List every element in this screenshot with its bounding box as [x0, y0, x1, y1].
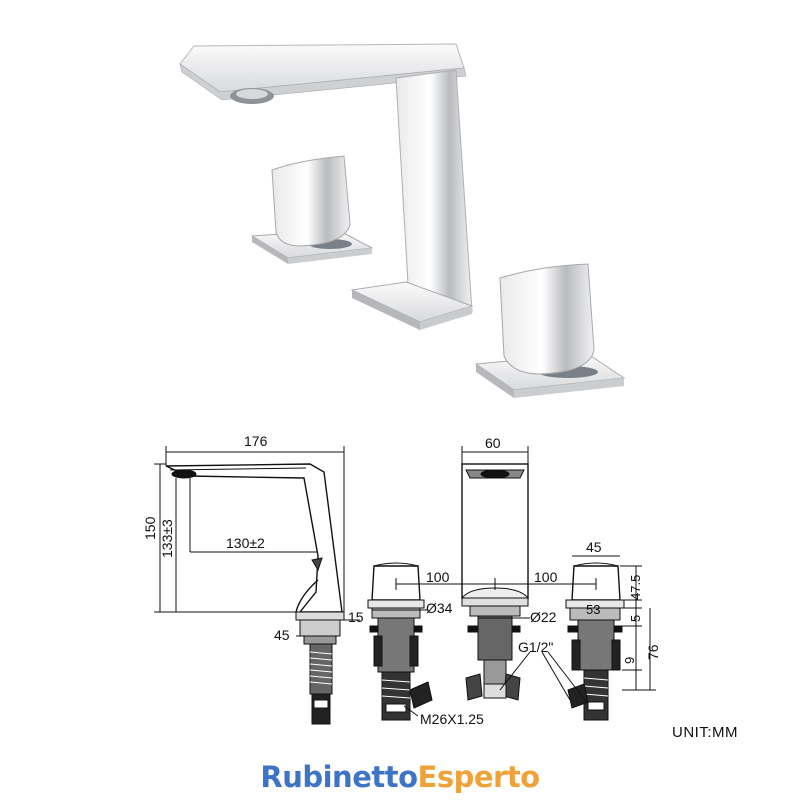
left-handle	[250, 155, 374, 264]
brand-part-1: Rubinetto	[260, 760, 418, 794]
spout-body	[395, 69, 473, 319]
spout-front-elevation	[460, 463, 530, 701]
dim-height-total: 150	[142, 516, 158, 540]
left-handle-elevation	[367, 562, 433, 721]
dim-spacing-right: 100	[534, 569, 558, 585]
dim-handle-step: 5	[628, 615, 643, 622]
dim-shank-length: 76	[645, 644, 661, 660]
side-view-spout	[165, 463, 345, 725]
brand-part-2: Esperto	[417, 760, 541, 794]
dim-thread-inlet: G1/2"	[518, 639, 553, 655]
right-handle	[474, 263, 626, 398]
dim-handle-height: 47.5	[628, 575, 643, 600]
dim-base-width: 45	[274, 627, 290, 643]
dim-thread-shank: M26X1.25	[420, 711, 484, 727]
brand-watermark: RubinettoEsperto	[0, 760, 800, 794]
right-handle-elevation	[565, 562, 625, 721]
dim-handle-width: 45	[586, 539, 602, 555]
product-photo	[179, 43, 626, 398]
dim-spout-diameter: Ø22	[530, 609, 557, 625]
dim-handle-base: 53	[586, 602, 600, 617]
dim-handle-low: 9	[622, 657, 637, 664]
dimension-labels: 176 150 133±3 130±2 15 45 60 100 100 Ø34…	[142, 433, 661, 727]
dim-handle-diameter: Ø34	[426, 600, 453, 616]
unit-label: UNIT:MM	[672, 724, 738, 741]
technical-drawing	[154, 446, 656, 725]
dim-spout-height: 133±3	[159, 519, 175, 558]
dim-base-height: 15	[348, 609, 364, 625]
dim-spacing-left: 100	[426, 569, 450, 585]
dim-width-total: 176	[244, 433, 268, 449]
dim-spout-width: 60	[485, 435, 501, 451]
dim-spout-reach: 130±2	[226, 535, 265, 551]
